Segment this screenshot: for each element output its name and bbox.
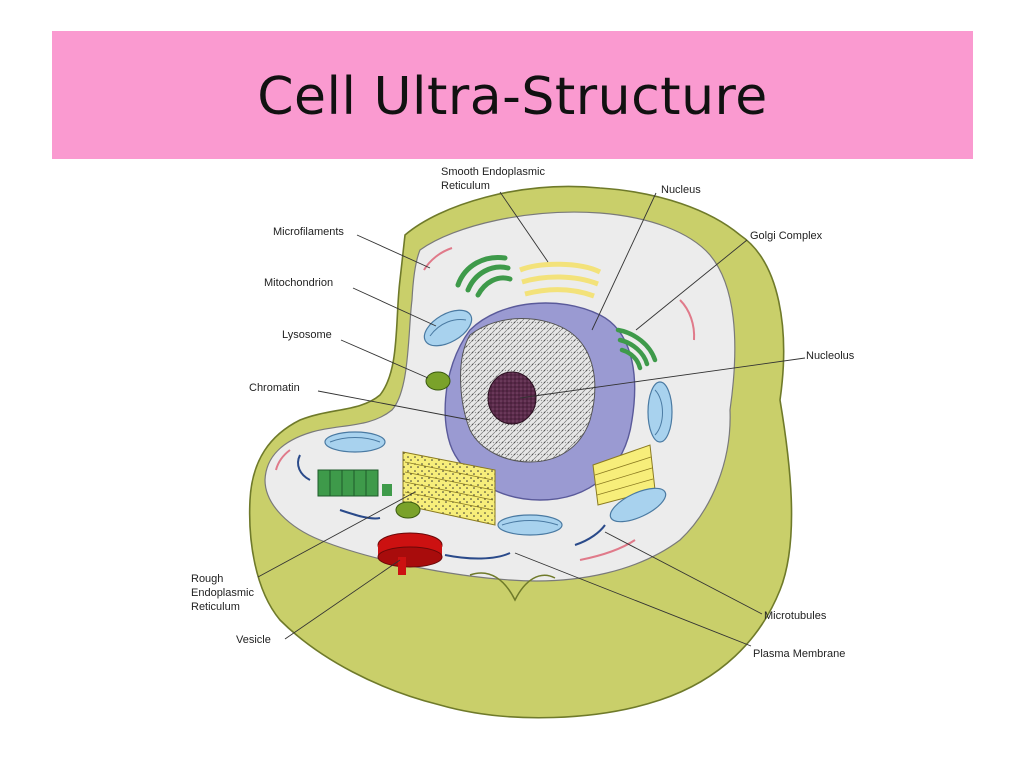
- label-rough-er-line3: Reticulum: [191, 601, 240, 613]
- mitochondrion-5: [609, 487, 667, 523]
- lysosome-1: [425, 371, 451, 391]
- microfilament-4: [579, 539, 636, 561]
- golgi-top: [455, 254, 513, 298]
- slide-title: Cell Ultra-Structure: [257, 67, 768, 127]
- leader-lines: [257, 191, 806, 647]
- microfilament-2: [679, 299, 696, 341]
- label-smooth-er-line1: Smooth Endoplasmic: [441, 166, 545, 178]
- label-mitochondrion: Mitochondrion: [264, 277, 333, 289]
- mitochondrion-4: [497, 514, 563, 536]
- mitochondrion-1: [423, 309, 473, 347]
- mitochondrion-3: [324, 431, 386, 453]
- label-microtubules: Microtubules: [764, 610, 827, 622]
- vesicle-body: [377, 532, 443, 575]
- label-lysosome: Lysosome: [282, 329, 332, 341]
- nucleolus-body: [487, 371, 537, 425]
- mitochondrion-2: [647, 381, 673, 443]
- title-band: Cell Ultra-Structure: [52, 31, 973, 159]
- plasma-membrane-fold: [469, 572, 556, 602]
- label-smooth-er-line2: Reticulum: [441, 180, 490, 192]
- golgi-left: [317, 469, 392, 497]
- microtubules: [297, 454, 606, 560]
- label-plasma-membrane: Plasma Membrane: [753, 648, 845, 660]
- label-golgi: Golgi Complex: [750, 230, 823, 242]
- smooth-er-right: [592, 444, 656, 506]
- smooth-er: [519, 261, 602, 299]
- rough-er: [402, 451, 496, 526]
- label-rough-er-line1: Rough: [191, 573, 223, 585]
- microfilament-1: [423, 247, 453, 271]
- label-chromatin: Chromatin: [249, 382, 300, 394]
- label-smooth-er: Smooth Endoplasmic Reticulum: [441, 166, 548, 192]
- microfilament-3: [275, 449, 291, 471]
- golgi-right: [615, 327, 658, 371]
- label-nucleus: Nucleus: [661, 184, 701, 196]
- label-nucleolus: Nucleolus: [806, 350, 855, 362]
- label-rough-er: Rough Endoplasmic Reticulum: [191, 573, 257, 613]
- lysosome-2: [395, 501, 421, 519]
- label-vesicle: Vesicle: [236, 634, 271, 646]
- label-rough-er-line2: Endoplasmic: [191, 587, 254, 599]
- label-microfilaments: Microfilaments: [273, 226, 344, 238]
